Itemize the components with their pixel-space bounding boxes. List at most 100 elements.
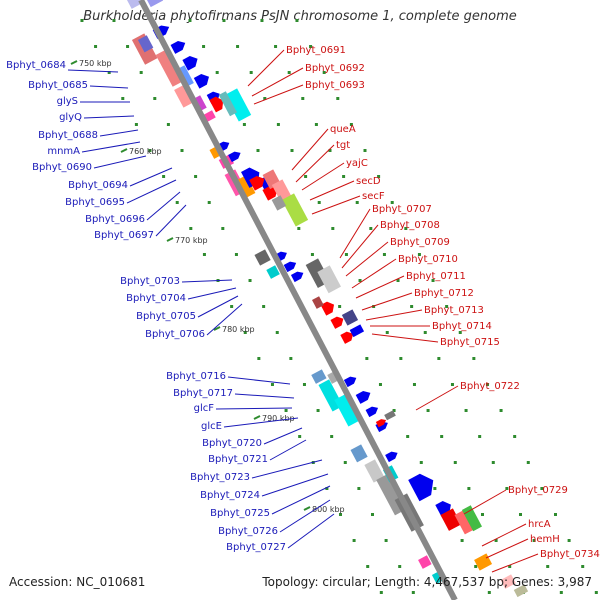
- guide-dot: [366, 565, 370, 568]
- guide-dot: [202, 45, 206, 48]
- gene-block: [349, 324, 365, 338]
- guide-dot: [377, 175, 381, 178]
- left-gene-label: glcE: [201, 421, 222, 432]
- right-gene-label: Bphyt_0693: [305, 80, 365, 91]
- guide-dot: [363, 149, 367, 152]
- map-title: Burkholderia phytofirmans PsJN chromosom…: [83, 9, 517, 24]
- guide-dot: [322, 71, 326, 74]
- left-leader-line: [234, 393, 295, 399]
- guide-dot: [262, 305, 266, 308]
- gene-block: [440, 508, 462, 531]
- guide-dot: [139, 71, 143, 74]
- guide-dot: [567, 539, 571, 542]
- guide-dot: [553, 513, 557, 516]
- gene-block: [311, 369, 327, 384]
- gene-block: [384, 410, 396, 421]
- left-leader-line: [197, 295, 239, 318]
- gene-block: [312, 296, 324, 309]
- guide-dot: [328, 149, 332, 152]
- right-leader-line: [491, 553, 539, 573]
- left-leader-line: [187, 287, 237, 300]
- guide-dot: [410, 305, 414, 308]
- gene-block: [266, 265, 280, 279]
- gene-block: [174, 84, 195, 108]
- gene-block: [126, 0, 143, 9]
- kbp-tick: [70, 60, 78, 65]
- guide-dot: [411, 591, 415, 594]
- right-gene-label: Bphyt_0711: [406, 271, 466, 282]
- left-leader-line: [251, 459, 323, 479]
- right-gene-label: Bphyt_0691: [286, 45, 346, 56]
- right-gene-label: Bphyt_0692: [305, 63, 365, 74]
- gene-block: [155, 48, 186, 87]
- guide-dot: [343, 461, 347, 464]
- kbp-label: 760 kbp: [129, 147, 162, 156]
- guide-dot: [594, 591, 598, 594]
- left-gene-label: Bphyt_0727: [226, 542, 286, 553]
- guide-dot: [440, 435, 444, 438]
- right-leader-line: [253, 84, 304, 105]
- left-leader-line: [227, 376, 291, 385]
- right-leader-line: [355, 275, 405, 299]
- guide-dot: [546, 565, 550, 568]
- guide-dot: [494, 539, 498, 542]
- guide-dot: [370, 513, 374, 516]
- guide-dot: [385, 331, 389, 334]
- guide-dot: [222, 19, 226, 22]
- left-leader-line: [89, 85, 129, 89]
- kbp-label: 800 kbp: [312, 505, 345, 514]
- guide-dot: [467, 487, 471, 490]
- guide-dot: [162, 175, 166, 178]
- right-gene-label: Bphyt_0713: [424, 305, 484, 316]
- right-leader-line: [415, 385, 459, 411]
- guide-dot: [270, 383, 274, 386]
- right-gene-label: secF: [362, 191, 385, 202]
- right-gene-label: Bphyt_0714: [432, 321, 492, 332]
- guide-dot: [559, 591, 563, 594]
- left-leader-line: [126, 179, 177, 204]
- left-leader-line: [146, 191, 181, 221]
- guide-dot: [379, 591, 383, 594]
- guide-dot: [221, 227, 225, 230]
- guide-dot: [453, 461, 457, 464]
- topology-text: Topology: circular; Length: 4,467,537 bp…: [262, 575, 592, 589]
- left-gene-label: glyS: [57, 96, 78, 107]
- guide-dot: [508, 565, 512, 568]
- gene-arrow: [209, 96, 224, 113]
- guide-dot: [396, 279, 400, 282]
- guide-dot: [249, 71, 253, 74]
- left-leader-line: [155, 204, 187, 237]
- guide-dot: [325, 487, 329, 490]
- gene-labels: Bphyt_0684Bphyt_0685glySglyQBphyt_0688mn…: [6, 45, 600, 560]
- guide-dot: [423, 331, 427, 334]
- guide-dot: [369, 227, 373, 230]
- gene-arrow: [355, 391, 371, 404]
- guide-dot: [314, 123, 318, 126]
- right-leader-line: [351, 258, 397, 289]
- guide-dot: [242, 123, 246, 126]
- gene-block: [341, 309, 359, 326]
- guide-dot: [302, 383, 306, 386]
- guide-dot: [107, 71, 111, 74]
- left-gene-label: Bphyt_0717: [173, 388, 233, 399]
- gene-arrow: [343, 376, 357, 388]
- gene-arrow: [330, 316, 344, 329]
- gene-block: [137, 35, 154, 53]
- right-gene-label: secD: [356, 176, 381, 187]
- guide-dot: [274, 45, 278, 48]
- guide-dot: [260, 19, 264, 22]
- gene-block: [218, 91, 238, 117]
- gene-arrow: [228, 151, 241, 163]
- kbp-label: 770 kbp: [175, 236, 208, 245]
- right-leader-line: [251, 67, 304, 97]
- guide-dot: [513, 435, 517, 438]
- right-leader-line: [341, 224, 379, 269]
- guide-dot: [180, 149, 184, 152]
- guide-dot: [485, 383, 489, 386]
- guide-dot: [310, 253, 314, 256]
- guide-dot: [316, 409, 320, 412]
- guide-dot: [276, 123, 280, 126]
- guide-dot: [445, 305, 449, 308]
- guide-dot: [338, 513, 342, 516]
- kbp-tick: [120, 148, 128, 153]
